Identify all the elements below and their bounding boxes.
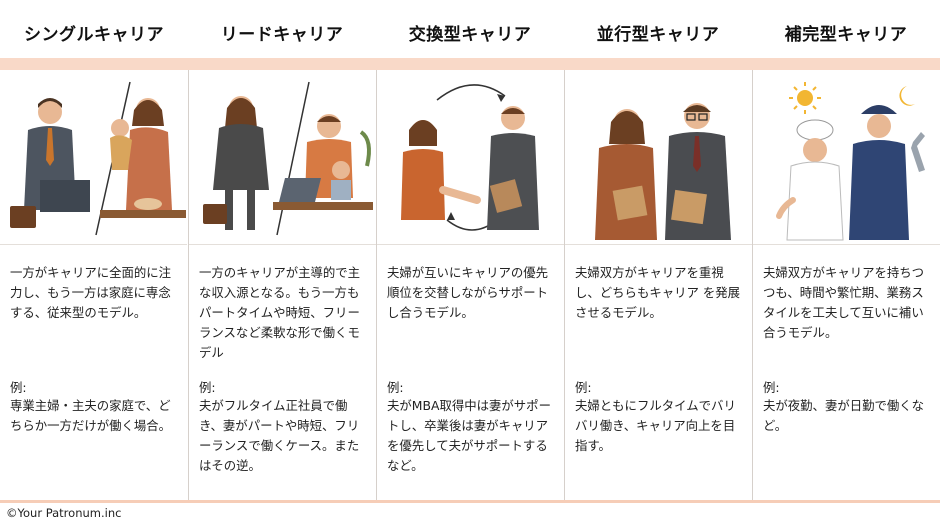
complementary-career-illustration bbox=[753, 70, 940, 242]
column-exchange: 夫婦が互いにキャリアの優先順位を交替しながらサポートし合うモデル。 例: 夫がM… bbox=[376, 70, 564, 500]
example-label-exchange: 例: bbox=[387, 380, 404, 395]
column-title-complementary: 補完型キャリア bbox=[784, 25, 908, 45]
exchange-career-illustration bbox=[377, 70, 564, 242]
section-divider bbox=[189, 244, 376, 245]
header-row: シングルキャリア リードキャリア 交換型キャリア 並行型キャリア 補完型キャリア bbox=[0, 0, 940, 58]
example-label-lead: 例: bbox=[199, 380, 216, 395]
column-complementary: 夫婦双方がキャリアを持ちつつも、時間や繁忙期、業務スタイルを工夫して互いに補い合… bbox=[752, 70, 940, 500]
column-title-parallel: 並行型キャリア bbox=[596, 25, 720, 45]
copyright-text: ©Your Patronum.inc bbox=[6, 506, 122, 520]
section-divider bbox=[0, 244, 187, 245]
column-parallel: 夫婦双方がキャリアを重視し、どちらもキャリア を発展させるモデル。 例: 夫婦と… bbox=[564, 70, 752, 500]
example-single: 専業主婦・主夫の家庭で、どちらか一方だけが働く場合。 bbox=[10, 398, 172, 434]
single-career-illustration bbox=[0, 70, 187, 242]
column-title-single: シングルキャリア bbox=[24, 25, 164, 45]
example-complementary: 夫が夜勤、妻が日勤で働くなど。 bbox=[763, 398, 925, 434]
description-parallel: 夫婦双方がキャリアを重視し、どちらもキャリア を発展させるモデル。 bbox=[575, 265, 741, 321]
section-divider bbox=[565, 244, 752, 245]
column-title-exchange: 交換型キャリア bbox=[408, 25, 532, 45]
column-single: 一方がキャリアに全面的に注力し、もう一方は家庭に専念する、従来型のモデル。 例:… bbox=[0, 70, 187, 500]
example-label-complementary: 例: bbox=[763, 380, 780, 395]
description-lead: 一方のキャリアが主導的で主な収入源となる。もう一方もパートタイムや時短、フリーラ… bbox=[199, 265, 361, 361]
example-lead: 夫がフルタイム正社員で働き、妻がパートや時短、フリーランスで働くケース。またはそ… bbox=[199, 398, 360, 474]
parallel-career-illustration bbox=[565, 70, 752, 242]
description-single: 一方がキャリアに全面的に注力し、もう一方は家庭に専念する、従来型のモデル。 bbox=[10, 265, 172, 321]
lead-career-illustration bbox=[189, 70, 376, 242]
example-label-single: 例: bbox=[10, 380, 27, 395]
accent-band-top bbox=[0, 58, 940, 70]
description-exchange: 夫婦が互いにキャリアの優先順位を交替しながらサポートし合うモデル。 bbox=[387, 265, 549, 321]
example-label-parallel: 例: bbox=[575, 380, 592, 395]
column-lead: 一方のキャリアが主導的で主な収入源となる。もう一方もパートタイムや時短、フリーラ… bbox=[188, 70, 376, 500]
accent-band-bottom bbox=[0, 500, 940, 503]
example-exchange: 夫がMBA取得中は妻がサポートし、卒業後は妻がキャリアを優先して夫がサポートする… bbox=[387, 398, 551, 474]
section-divider bbox=[753, 244, 940, 245]
section-divider bbox=[377, 244, 564, 245]
description-complementary: 夫婦双方がキャリアを持ちつつも、時間や繁忙期、業務スタイルを工夫して互いに補い合… bbox=[763, 265, 925, 341]
column-title-lead: リードキャリア bbox=[220, 25, 344, 45]
example-parallel: 夫婦ともにフルタイムでバリバリ働き、キャリア向上を目指す。 bbox=[575, 398, 736, 454]
